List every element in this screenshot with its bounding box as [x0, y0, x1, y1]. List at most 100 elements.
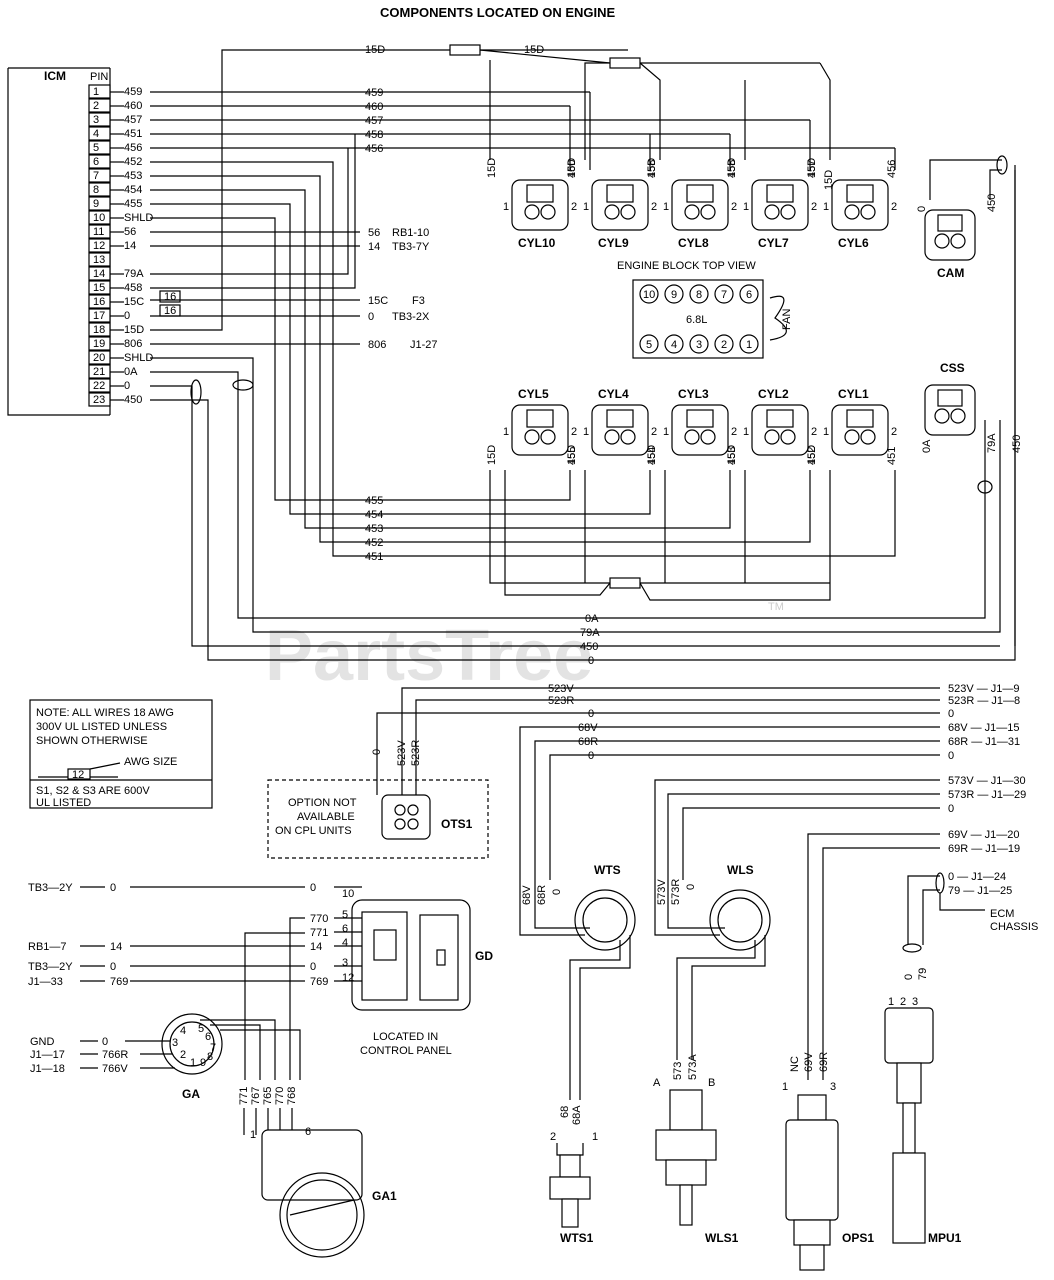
engine-cylinder [664, 284, 684, 304]
wls-label: WLS [727, 863, 754, 877]
wire-label: 0 [588, 750, 594, 762]
ga-pin: 1 [190, 1057, 196, 1069]
top-15d-bus: 15D 15D [150, 44, 831, 331]
icm-pin-header: PIN [90, 71, 108, 83]
gd-source: J1—33 [28, 976, 63, 988]
icm-pin-number: 23 [93, 394, 105, 406]
engine-cylinder [714, 334, 734, 354]
ops1-pin: 3 [830, 1081, 836, 1093]
bus-text-labels: 459 460 457 458 456 56 RB1-10 14 TB3-7Y … [365, 87, 600, 667]
ext-wire: 806 [368, 339, 386, 351]
icm-pin-wire: 14 [124, 240, 136, 252]
wire-label: 15D [365, 44, 385, 56]
pin-label: 1 [583, 201, 589, 213]
pin-label: 2 [571, 426, 577, 438]
engine-cylinder [639, 334, 659, 354]
ots-option-line: ON CPL UNITS [275, 825, 352, 837]
icm-pin-wire: 454 [124, 184, 142, 196]
icm-pin-number: 17 [93, 310, 105, 322]
cam-wire-right: 450 [986, 194, 998, 212]
engine-cylinder-number: 5 [646, 339, 652, 351]
ext-dest: TB3-2X [392, 311, 430, 323]
pin-label: 2 [651, 201, 657, 213]
wire-label: 456 [365, 143, 383, 155]
wire-label: 523R [548, 695, 574, 707]
watermark: PartsTree [265, 616, 593, 696]
pin-label: 2 [891, 426, 897, 438]
wire-label: 68V [578, 722, 598, 734]
wire-label: 523V [548, 683, 574, 695]
icm-pin-number: 8 [93, 184, 99, 196]
gd-pin: 6 [342, 923, 348, 935]
icm-pin-wire: 452 [124, 156, 142, 168]
ots1-sensor: OPTION NOT AVAILABLE ON CPL UNITS OTS1 0… [267, 687, 600, 859]
mpu1-wire: 0 [903, 974, 915, 980]
cylinder-wire-left: 15D [486, 158, 498, 178]
icm-pin-number: 21 [93, 366, 105, 378]
ext-wire: 14 [368, 241, 380, 253]
icm-pin-wire: 806 [124, 338, 142, 350]
mpu1-wire: 79 [917, 968, 929, 980]
cylinder-wire-right: 451 [886, 447, 898, 465]
ops1-label: OPS1 [842, 1231, 874, 1245]
icm-pin-box [88, 252, 111, 267]
css-wire-right: 79A [986, 433, 998, 453]
cylinder-label: CYL2 [758, 387, 789, 401]
wls1-pin: A [653, 1077, 661, 1089]
wls-connector: WLS 573V 573R 0 [654, 863, 771, 1060]
cylinder-wire-left: 15D [726, 445, 738, 465]
gd-wire: 0 [110, 961, 116, 973]
ga-vertical-wire: 768 [286, 1087, 298, 1105]
cylinder-wire-right: 460 [566, 160, 578, 178]
gd-wire: 769 [310, 976, 328, 988]
icm-pin-wire: 451 [124, 128, 142, 140]
engine-cylinder [689, 334, 709, 354]
cylinder-label: CYL1 [838, 387, 869, 401]
icm-pin-number: 18 [93, 324, 105, 336]
ecm-label: ECM [990, 908, 1014, 920]
wire-label: 0 [588, 655, 594, 667]
ots-label: OTS1 [441, 817, 473, 831]
engine-cylinder-number: 9 [671, 289, 677, 301]
pin-label: 1 [743, 201, 749, 213]
icm-pin-number: 1 [93, 86, 99, 98]
css-sensor: CSS 0A 79A 450 [921, 361, 1023, 453]
icm-pin-number: 15 [93, 282, 105, 294]
ga-source: J1—17 [30, 1049, 65, 1061]
ga1-actuator: GA1 1 6 [250, 1126, 397, 1258]
ots-option-line: OPTION NOT [288, 797, 357, 809]
cylinder-wire-right: 453 [726, 447, 738, 465]
ga-pin: 4 [180, 1025, 186, 1037]
wls1-sensor: 573 573A A B WLS1 [653, 1054, 739, 1245]
ga-vertical-wire: 770 [274, 1087, 286, 1105]
cylinder-wire-left: 15D [566, 158, 578, 178]
ga-pin: 8 [207, 1051, 213, 1063]
wire-label: 454 [365, 509, 383, 521]
icm-wire-routing [150, 91, 1016, 661]
icm-pin-wire: 455 [124, 198, 142, 210]
right-bus-destination: 523V — J1—9 [948, 683, 1020, 695]
gd-location: CONTROL PANEL [360, 1045, 452, 1057]
cylinder-label: CYL6 [838, 236, 869, 250]
cylinder-label: CYL8 [678, 236, 709, 250]
engine-cylinder [689, 284, 709, 304]
wire-label: 68R [578, 736, 598, 748]
icm-pin-wire: SHLD [124, 212, 153, 224]
css-label: CSS [940, 361, 965, 375]
wts1-pin: 2 [550, 1131, 556, 1143]
right-bus-destination: 573V — J1—30 [948, 775, 1026, 787]
cylinder-wire-right: 456 [886, 160, 898, 178]
pin-label: 2 [651, 426, 657, 438]
gd-wire: 0 [310, 882, 316, 894]
gd-pin: 3 [342, 957, 348, 969]
icm-pin-wire: 56 [124, 226, 136, 238]
icm-pin-number: 22 [93, 380, 105, 392]
cylinder-label: CYL5 [518, 387, 549, 401]
gd-pin: 4 [342, 937, 348, 949]
